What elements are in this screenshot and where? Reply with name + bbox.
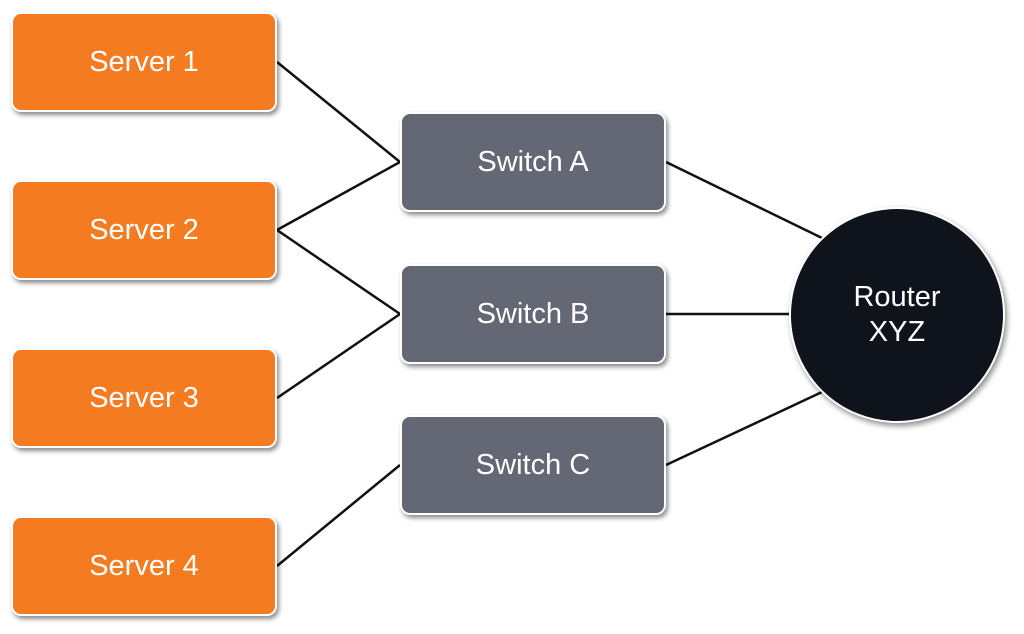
switch-b-label: Switch B [476, 297, 590, 330]
server-2-node: Server 2 [11, 180, 277, 280]
server-3-label: Server 3 [89, 381, 199, 414]
link-server4-switch-c [276, 464, 401, 567]
switch-c-label: Switch C [475, 448, 591, 481]
router-label: Router XYZ [853, 280, 940, 350]
server-4-node: Server 4 [11, 516, 277, 616]
server-3-node: Server 3 [11, 348, 277, 448]
router-label-line1: Router [853, 281, 941, 314]
link-server3-switch-b [276, 312, 401, 400]
server-4-label: Server 4 [89, 549, 199, 582]
link-switch-a-router [665, 160, 823, 240]
switch-c-node: Switch C [400, 415, 666, 515]
server-2-label: Server 2 [89, 213, 199, 246]
switch-a-node: Switch A [400, 112, 666, 212]
link-server2-switch-a [276, 160, 401, 232]
server-1-label: Server 1 [89, 45, 199, 78]
link-switch-c-router [665, 390, 823, 467]
switch-b-node: Switch B [400, 264, 666, 364]
switch-a-label: Switch A [477, 145, 589, 178]
router-label-line2: XYZ [868, 316, 926, 348]
link-server1-switch-a [276, 61, 401, 163]
server-1-node: Server 1 [11, 12, 277, 112]
router-xyz-node: Router XYZ [789, 207, 1005, 423]
link-server2-switch-b [276, 228, 401, 316]
